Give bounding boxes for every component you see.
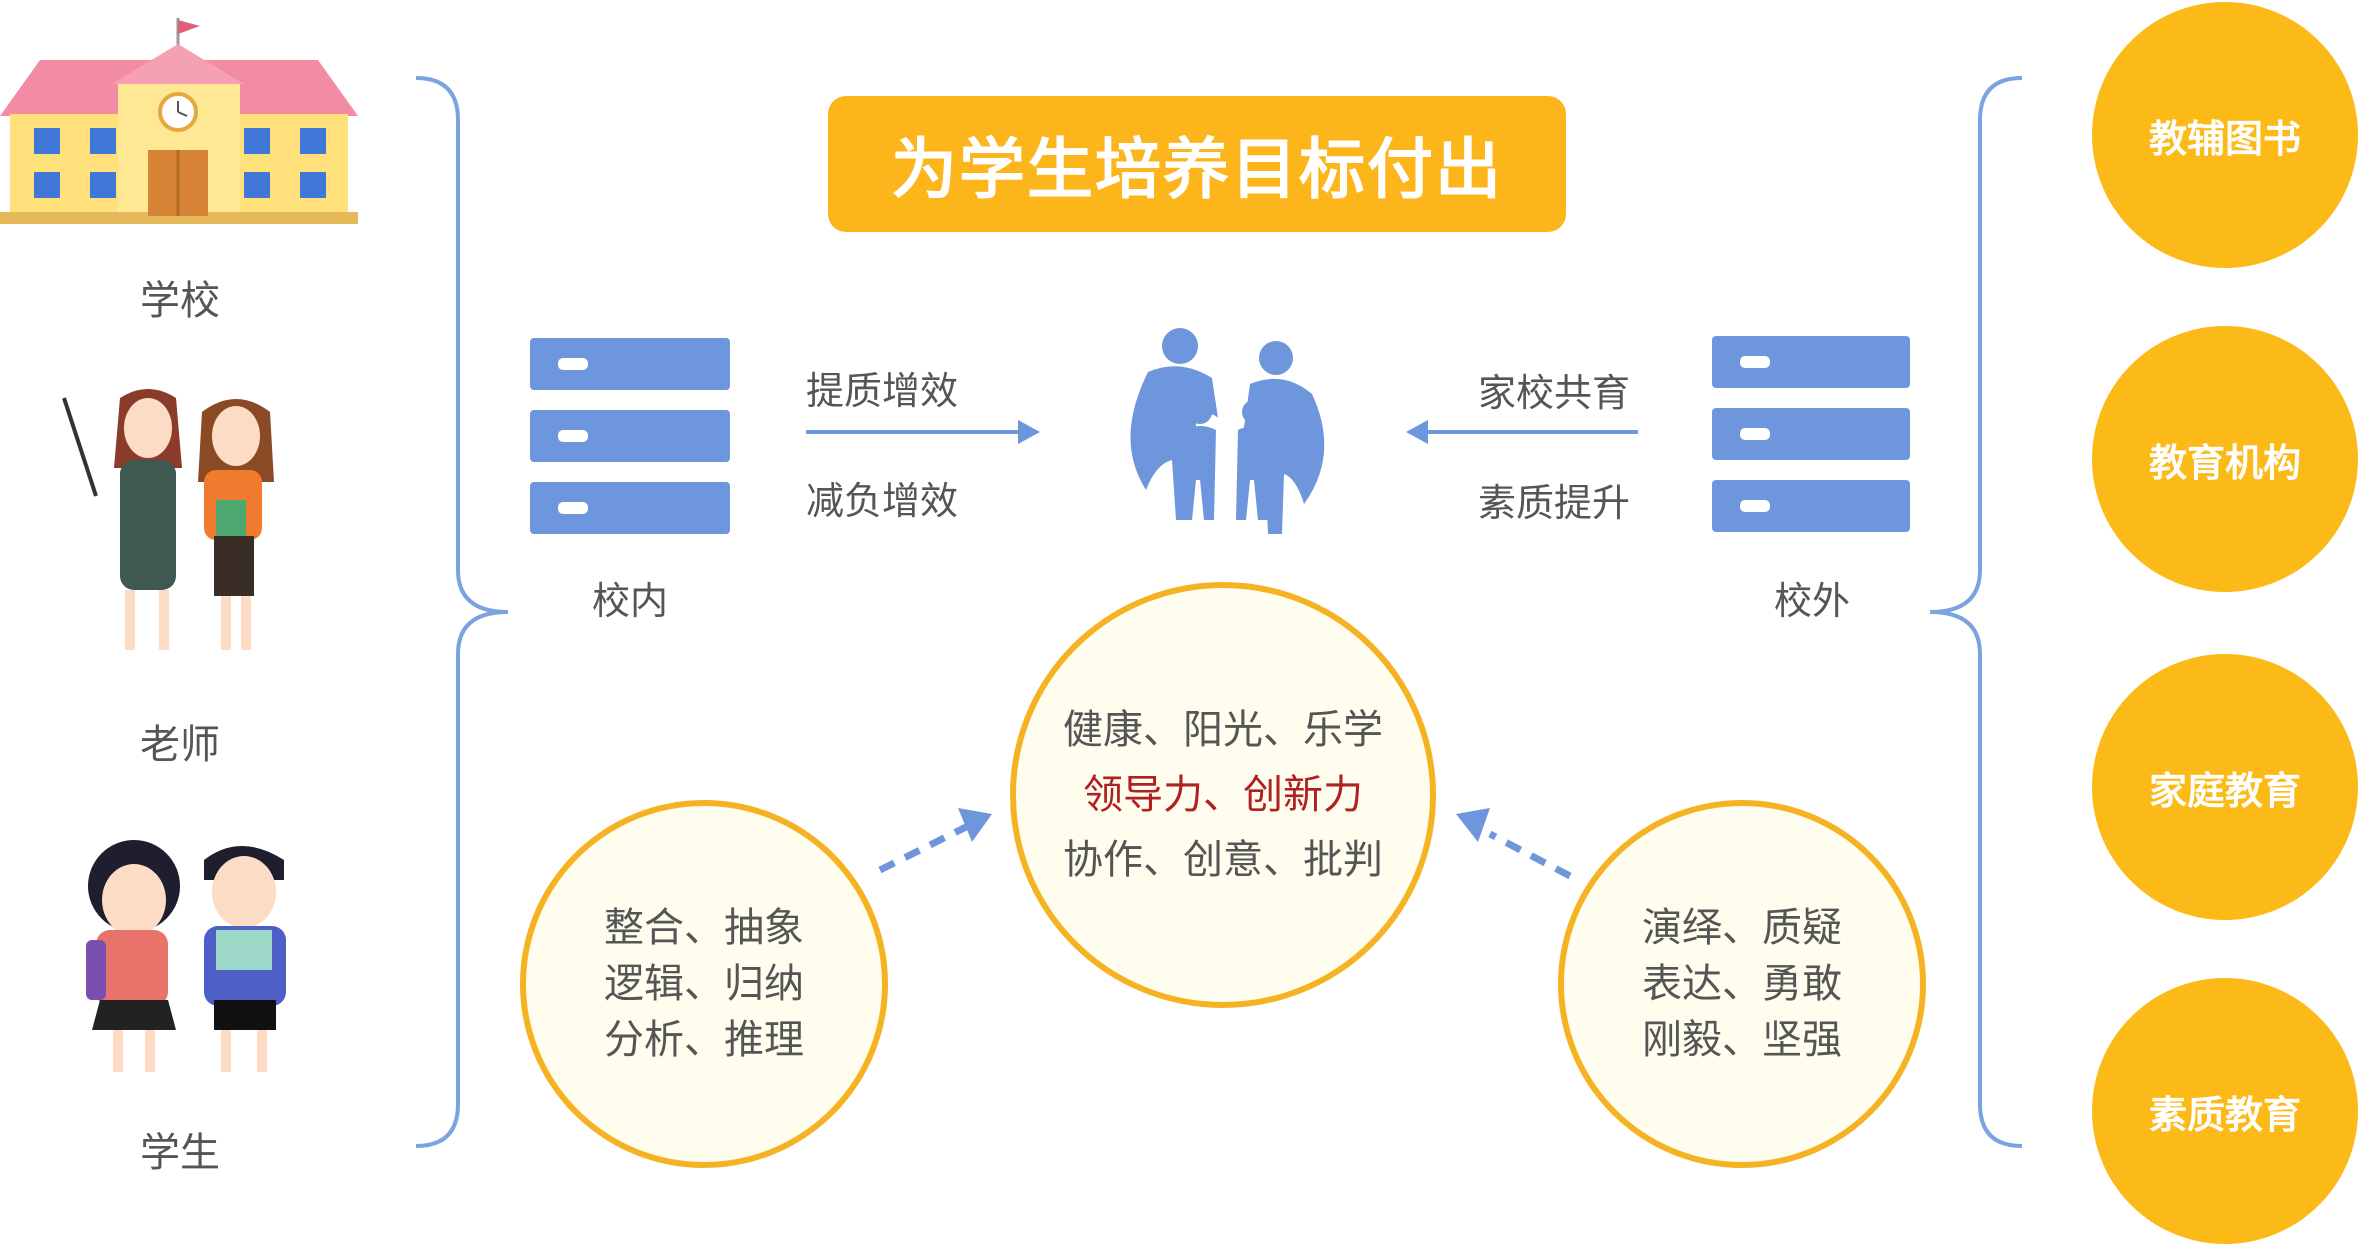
family-icon xyxy=(1130,328,1325,534)
arrow-outside-to-family xyxy=(1406,420,1638,444)
inside-flow-top: 提质增效 xyxy=(806,369,959,413)
right-skills-circle: 演绎、质疑 表达、勇敢 刚毅、坚强 xyxy=(1558,800,1926,1168)
right-item-label: 教辅图书 xyxy=(2148,116,2301,161)
right-bracket xyxy=(1929,76,2023,1148)
left-line-2: 逻辑、归纳 xyxy=(604,961,804,1007)
outside-server-icon xyxy=(1712,336,1910,532)
outside-flow-top: 家校共育 xyxy=(1478,371,1631,415)
title-banner: 为学生培养目标付出 xyxy=(828,96,1566,232)
right-item-label: 教育机构 xyxy=(2148,440,2301,485)
right-item-books: 教辅图书 xyxy=(2092,2,2358,268)
outside-label: 校外 xyxy=(1773,579,1850,623)
right-item-family-education: 家庭教育 xyxy=(2092,654,2358,920)
outside-flow-bottom: 素质提升 xyxy=(1478,481,1631,525)
teacher-label: 老师 xyxy=(140,722,220,768)
left-skills-circle: 整合、抽象 逻辑、归纳 分析、推理 xyxy=(520,800,888,1168)
right-line-3: 刚毅、坚强 xyxy=(1642,1017,1842,1063)
school-illustration xyxy=(0,18,358,224)
right-line-1: 演绎、质疑 xyxy=(1642,905,1842,951)
inside-label: 校内 xyxy=(591,579,668,623)
student-label: 学生 xyxy=(140,1130,220,1176)
dashed-arrow-right xyxy=(1456,808,1572,880)
right-item-institutions: 教育机构 xyxy=(2092,326,2358,592)
arrow-inside-to-family xyxy=(806,420,1040,444)
inside-flow-bottom: 减负增效 xyxy=(806,479,959,523)
right-line-2: 表达、勇敢 xyxy=(1642,961,1842,1007)
school-label: 学校 xyxy=(140,278,220,324)
left-bracket xyxy=(415,76,509,1148)
right-item-label: 家庭教育 xyxy=(2148,768,2301,813)
center-line-2: 领导力、创新力 xyxy=(1083,771,1363,818)
teachers-illustration xyxy=(62,389,274,650)
left-line-3: 分析、推理 xyxy=(604,1017,804,1063)
title-text: 为学生培养目标付出 xyxy=(891,131,1503,208)
center-goals-circle: 健康、阳光、乐学 领导力、创新力 协作、创意、批判 xyxy=(1010,582,1436,1008)
right-item-label: 素质教育 xyxy=(2148,1092,2301,1137)
right-item-quality-education: 素质教育 xyxy=(2092,978,2358,1244)
center-line-1: 健康、阳光、乐学 xyxy=(1063,706,1383,753)
students-illustration xyxy=(86,840,286,1072)
inside-server-icon xyxy=(530,338,730,534)
left-line-1: 整合、抽象 xyxy=(604,905,804,951)
dashed-arrow-left xyxy=(878,808,992,874)
center-line-3: 协作、创意、批判 xyxy=(1063,836,1383,883)
